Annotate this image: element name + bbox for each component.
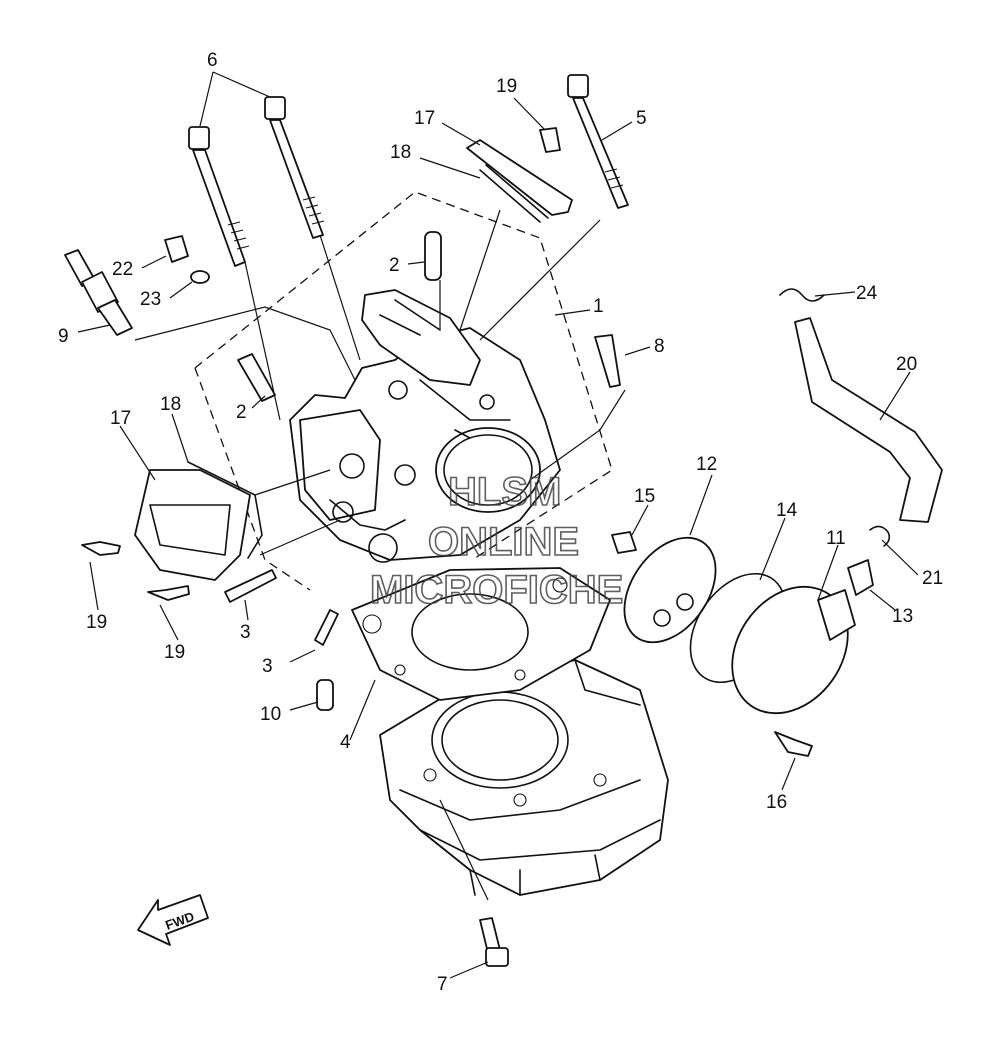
part-label-3-upper: 3 — [240, 622, 251, 643]
bolt-7 — [479, 917, 509, 967]
water-hose — [794, 317, 943, 523]
part-label-12: 12 — [696, 454, 717, 475]
head-gasket — [351, 567, 611, 701]
clamp-21 — [869, 525, 891, 547]
part-label-4: 4 — [340, 732, 351, 753]
part-label-24: 24 — [856, 283, 878, 304]
bolt-19-lower — [147, 585, 190, 601]
part-label-1: 1 — [593, 296, 604, 317]
part-label-2-top: 2 — [389, 255, 400, 276]
bolt-22 — [164, 235, 189, 263]
part-label-7: 7 — [437, 974, 448, 995]
leader-lines — [77, 71, 919, 979]
part-label-17-top: 17 — [414, 108, 435, 129]
part-label-17-side: 17 — [110, 408, 131, 429]
part-label-3-lower: 3 — [262, 656, 273, 677]
head-bolt-right — [264, 96, 325, 239]
cylinder-block — [379, 659, 669, 896]
fitting-13 — [847, 559, 874, 596]
part-label-13: 13 — [892, 606, 913, 627]
watermark: HLSM ONLINE MICROFICHE — [369, 469, 624, 613]
part-number-labels: 6 19 17 18 5 2 1 8 22 23 9 2 17 18 19 19… — [58, 50, 943, 995]
part-label-16: 16 — [766, 792, 787, 813]
bolt-8 — [594, 334, 621, 388]
valve-cover-side — [134, 461, 263, 581]
bolt-15 — [611, 531, 637, 554]
stud-3-lower — [314, 609, 339, 646]
part-label-11: 11 — [826, 528, 846, 549]
part-label-10: 10 — [260, 704, 281, 725]
forward-direction-arrow: FWD — [137, 894, 209, 946]
spark-plug — [64, 249, 133, 336]
valve-cover-top — [466, 127, 573, 223]
part-label-9: 9 — [58, 326, 69, 347]
cylinder-head — [289, 289, 561, 563]
part-label-8: 8 — [654, 336, 665, 357]
watermark-line-1: HLSM — [448, 470, 561, 514]
part-label-21: 21 — [922, 568, 943, 589]
part-label-23: 23 — [140, 289, 161, 310]
part-label-19-lower: 19 — [164, 642, 185, 663]
head-bolt-left — [188, 126, 250, 267]
clamp-24 — [779, 288, 825, 302]
watermark-line-3: MICROFICHE — [370, 568, 623, 612]
washer-23 — [190, 270, 210, 284]
part-label-5: 5 — [636, 108, 647, 129]
dowel-10 — [316, 679, 334, 711]
dowel-pin-top — [424, 231, 442, 281]
watermark-line-2: ONLINE — [428, 520, 579, 564]
part-label-14: 14 — [776, 500, 798, 521]
part-label-18-top: 18 — [390, 142, 411, 163]
stud-3-upper — [224, 569, 277, 603]
part-label-20: 20 — [896, 354, 917, 375]
bolt-19-left — [81, 541, 121, 556]
part-label-2-left: 2 — [236, 402, 247, 423]
assembly-outline-dashed — [194, 191, 613, 591]
thermostat-cover — [731, 585, 856, 715]
part-label-19-left: 19 — [86, 612, 107, 633]
part-label-18-side: 18 — [160, 394, 181, 415]
dowel-pin-left — [237, 353, 276, 402]
bolt-5 — [567, 74, 629, 209]
thermostat-plate — [623, 536, 717, 644]
part-label-15: 15 — [634, 486, 655, 507]
part-label-19-top: 19 — [496, 76, 517, 97]
bolt-16 — [774, 731, 813, 757]
part-label-6: 6 — [207, 50, 218, 71]
part-label-22: 22 — [112, 259, 133, 280]
